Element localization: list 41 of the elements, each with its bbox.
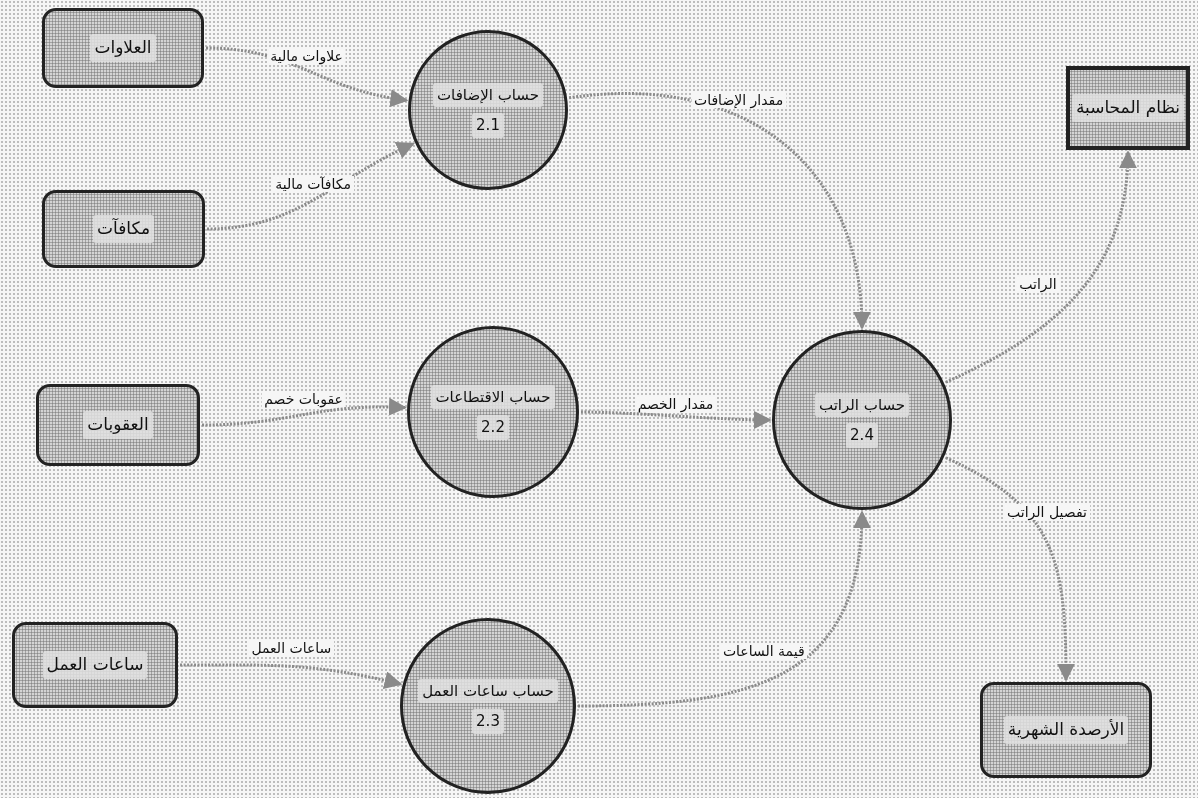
process-number: 2.2 [477,415,509,440]
entity-name: مكافآت [93,215,154,243]
process-circle [408,30,568,190]
process-name: حساب الاقتطاعات [431,384,555,409]
external-system-box [1066,66,1190,150]
entity-box [12,622,178,708]
data-flow-arrow [201,398,407,427]
entity-name: ساعات العمل [42,651,148,679]
data-flow-arrow [580,410,772,429]
process-name: حساب الإضافات [433,82,543,107]
entity-name: الأرصدة الشهرية [1003,716,1129,744]
edge-label: الراتب [1016,275,1060,292]
entity-name: العلاوات [90,34,156,62]
edge-label: مقدار الإضافات [691,91,787,108]
process-circle [400,618,576,794]
entity-box [42,190,205,268]
data-flow-arrow [180,663,403,690]
entity-box [42,8,204,88]
data-flow-arrow [568,92,870,330]
data-flow-arrow [945,456,1075,682]
data-flow-arrow [205,46,409,107]
edge-label: قيمة الساعات [719,642,808,659]
edge-label: علاوات مالية [267,48,346,65]
process-number: 2.1 [472,113,504,138]
entity-name: نظام المحاسبة [1071,94,1185,122]
entity-box [36,384,200,466]
edge-label: مقدار الخصم [634,396,717,412]
edge-label: تفصيل الراتب [1004,504,1090,521]
data-flow-arrow [577,510,871,708]
process-circle [772,330,952,510]
edge-label: عقوبات خصم [261,390,346,407]
data-flow-arrow [206,142,415,231]
process-number: 2.3 [472,709,504,734]
edge-label: ساعات العمل [248,640,335,657]
entity-box [980,682,1152,778]
process-number: 2.4 [846,423,878,448]
process-name: حساب ساعات العمل [418,678,558,703]
process-circle [407,326,579,498]
process-name: حساب الراتب [814,392,910,417]
edge-label: مكافآت مالية [272,176,354,193]
entity-name: العقوبات [83,411,153,439]
